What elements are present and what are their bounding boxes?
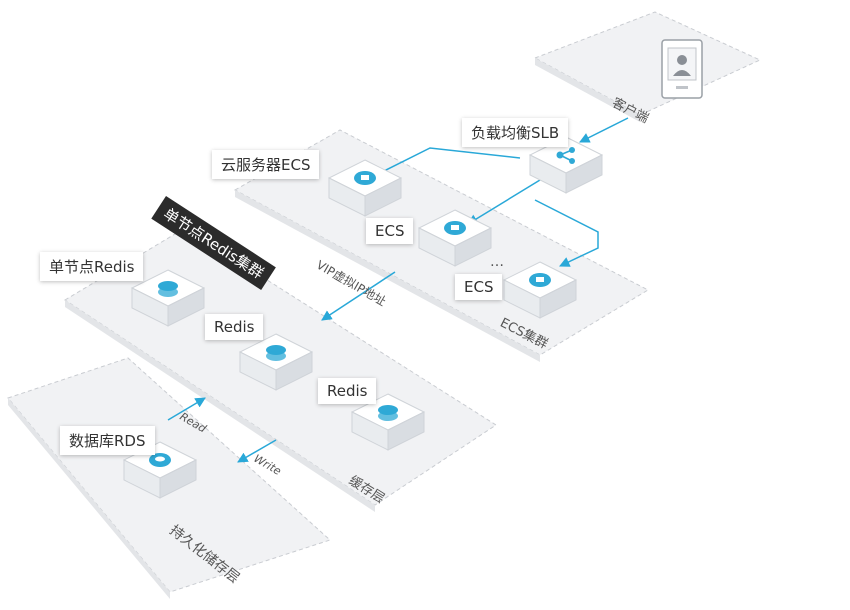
slb-node xyxy=(529,136,603,194)
redis-3-node xyxy=(351,393,425,451)
ecs-main-node xyxy=(328,159,402,217)
ecs-3-node xyxy=(503,261,577,319)
redis-2-node xyxy=(239,333,313,391)
slb-to-ecs-main-line xyxy=(369,147,521,179)
redis-single-label: 单节点Redis xyxy=(40,252,144,281)
rds-node xyxy=(123,441,197,499)
database-stack-icon xyxy=(158,281,178,297)
connections xyxy=(167,117,629,463)
redis-3-label: Redis xyxy=(318,378,377,404)
client-to-slb-line xyxy=(579,117,629,143)
rds-label: 数据库RDS xyxy=(60,426,155,455)
database-stack-icon xyxy=(266,345,286,361)
redis-2-label: Redis xyxy=(205,314,264,340)
database-cloud-icon xyxy=(149,453,171,467)
slb-to-ecs2-line xyxy=(467,179,541,225)
cloud-server-icon xyxy=(354,171,376,185)
cloud-server-icon xyxy=(444,221,466,235)
ecs-main-label: 云服务器ECS xyxy=(212,150,320,179)
redis-single-node xyxy=(131,269,205,327)
ecs-2-label: ECS xyxy=(366,218,414,244)
write-flow-line xyxy=(237,439,277,463)
read-flow-line xyxy=(167,397,206,421)
ecs-3-label: ECS xyxy=(455,274,503,300)
ecs-2-node xyxy=(418,209,492,267)
client-zone xyxy=(533,11,762,122)
slb-label: 负载均衡SLB xyxy=(462,118,569,147)
client-terminal-icon xyxy=(661,39,703,99)
slb-to-ecs3-line xyxy=(534,199,599,267)
share-icon xyxy=(556,147,575,164)
vip-to-redis-line xyxy=(321,271,396,321)
ellipsis-label: … xyxy=(490,254,504,270)
database-stack-icon xyxy=(378,405,398,421)
cloud-server-icon xyxy=(529,273,551,287)
